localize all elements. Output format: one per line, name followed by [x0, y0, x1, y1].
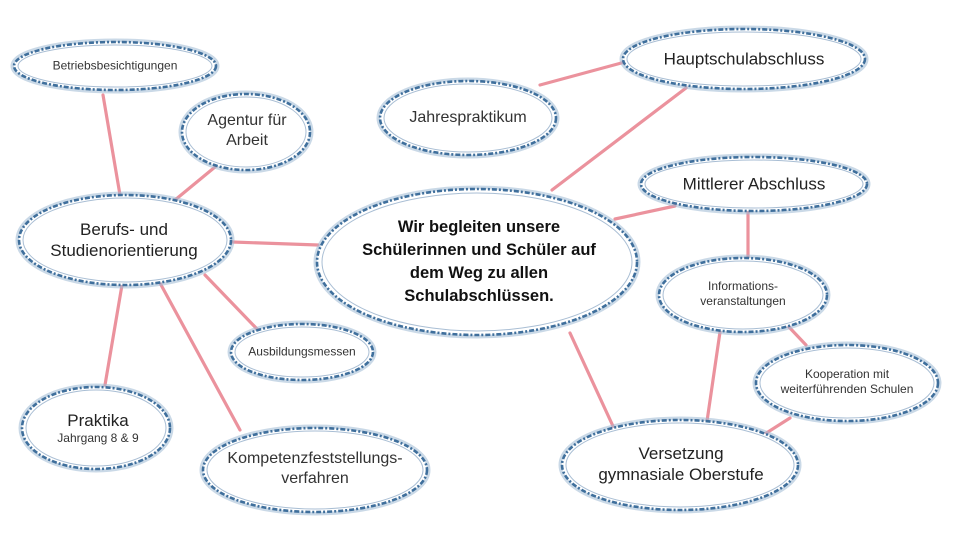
jahrespraktikum-label: Jahrespraktikum — [409, 108, 526, 128]
center-line1: Wir begleiten unsere — [397, 217, 561, 236]
connector-betriebsbesichtigungen-berufs — [101, 93, 122, 197]
connector-center-hauptschul — [550, 86, 688, 192]
praktika-subtitle: Jahrgang 8 & 9 — [57, 431, 139, 446]
bubble-praktika — [18, 383, 174, 473]
mittlerer-abschluss-label: Mittlerer Abschluss — [683, 173, 826, 194]
mittlerer-abschluss-text: Mittlerer Abschluss — [682, 174, 826, 194]
bubble-ausbildungsmessen — [227, 320, 377, 384]
versetzung-label: Versetzung gymnasiale Oberstufe — [598, 443, 763, 486]
info-line1: Informations- — [707, 279, 779, 293]
bubble-mittlerer — [637, 153, 871, 215]
praktika-label: Praktika Jahrgang 8 & 9 — [57, 410, 138, 446]
center-line3: dem Weg zu allen — [409, 264, 549, 282]
connector-jahrespraktikum-hauptschul — [538, 60, 627, 87]
agentur-line1: Agentur für — [207, 112, 287, 129]
versetzung-line2: gymnasiale Oberstufe — [598, 465, 764, 484]
info-label: Informations- veranstaltungen — [700, 279, 785, 309]
connector-berufs-center — [230, 240, 320, 247]
bubble-hauptschul — [619, 25, 869, 93]
connector-berufs-kompetenz — [158, 281, 242, 432]
connector-agentur-berufs — [173, 165, 217, 202]
bubble-jahrespraktikum — [376, 77, 560, 159]
agentur-line2: Arbeit — [226, 132, 268, 149]
ausbildungsmessen-label: Ausbildungsmessen — [248, 345, 355, 360]
connector-center-versetzung — [568, 331, 620, 439]
bubble-versetzung — [558, 416, 802, 514]
jahrespraktikum-text: Jahrespraktikum — [409, 109, 527, 126]
kompetenz-line1: Kompetenzfeststellungs- — [227, 450, 403, 467]
bubble-berufs — [15, 191, 235, 289]
kompetenz-label: Kompetenzfeststellungs- verfahren — [227, 449, 402, 489]
connector-berufs-ausbildungsmessen — [203, 273, 260, 332]
connector-center-mittlerer — [613, 204, 677, 221]
hauptschulabschluss-text: Hauptschulabschluss — [663, 49, 825, 69]
koop-label: Kooperation mit weiterführenden Schulen — [781, 367, 914, 397]
berufs-label: Berufs- und Studienorientierung — [50, 219, 197, 262]
bubble-info — [655, 254, 831, 336]
berufs-line2: Studienorientierung — [50, 241, 198, 260]
connector-berufs-praktika — [103, 283, 124, 387]
bubble-koop — [752, 341, 942, 425]
betriebsbesichtigungen-label: Betriebsbesichtigungen — [53, 59, 178, 74]
info-line2: veranstaltungen — [700, 294, 786, 308]
betriebsbesichtigungen-text: Betriebsbesichtigungen — [52, 58, 178, 73]
koop-line1: Kooperation mit — [804, 367, 890, 381]
ausbildungsmessen-text: Ausbildungsmessen — [248, 344, 356, 359]
bubble-agentur — [178, 90, 314, 174]
agentur-label: Agentur für Arbeit — [207, 111, 286, 151]
hauptschulabschluss-label: Hauptschulabschluss — [664, 48, 825, 69]
kompetenz-line2: verfahren — [281, 470, 349, 487]
bubble-center — [313, 185, 641, 339]
bubble-betriebsbesichtigungen — [10, 38, 220, 94]
koop-line2: weiterführenden Schulen — [780, 382, 914, 396]
connector-info-koop — [786, 324, 808, 347]
center-line2: Schülerinnen und Schüler auf — [362, 240, 596, 259]
center-line4: Schulabschlüssen. — [404, 287, 554, 306]
praktika-title: Praktika — [67, 410, 129, 430]
versetzung-line1: Versetzung — [638, 443, 724, 463]
bubble-kompetenz — [199, 424, 431, 516]
berufs-line1: Berufs- und — [80, 219, 168, 239]
center-label: Wir begleiten unsere Schülerinnen und Sc… — [362, 216, 596, 308]
